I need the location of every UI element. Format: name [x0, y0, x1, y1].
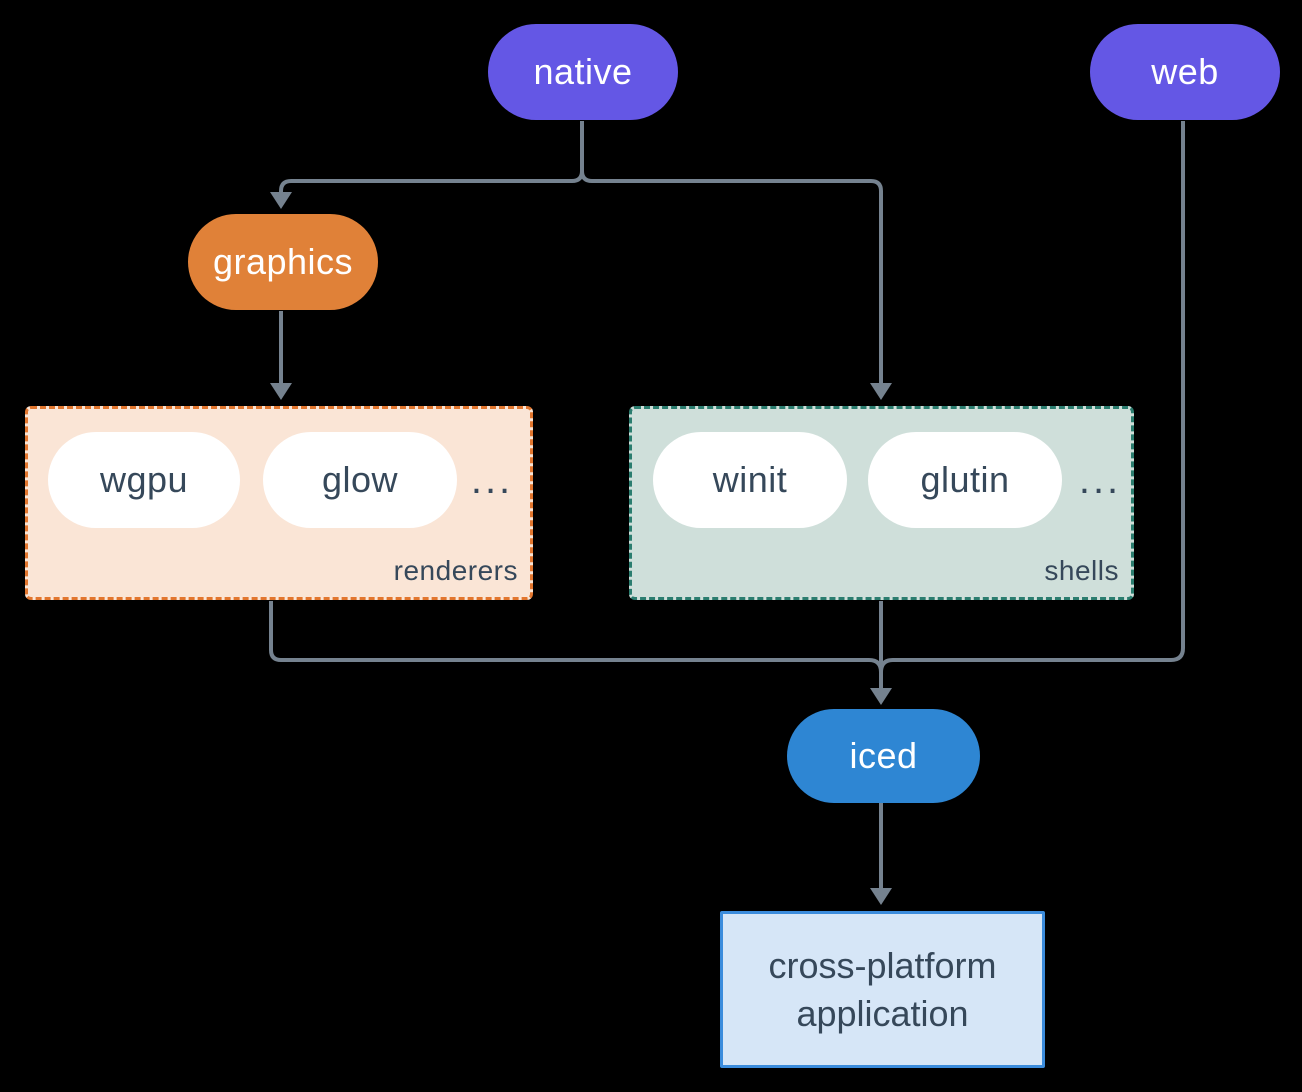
arrowhead-graphics	[270, 192, 292, 209]
node-winit: winit	[653, 432, 847, 528]
node-graphics: graphics	[188, 214, 378, 310]
node-wgpu: wgpu	[48, 432, 240, 528]
arrowhead-shells	[870, 383, 892, 400]
arrow-native-to-shells	[580, 121, 883, 383]
arrow-native-to-graphics	[279, 121, 584, 192]
app-label-line2: application	[796, 992, 969, 1034]
renderers-group-label: renderers	[393, 555, 518, 586]
shells-group-label: shells	[1044, 555, 1119, 586]
arrowhead-renderers	[270, 383, 292, 400]
node-glutin: glutin	[868, 432, 1062, 528]
arrowhead-app	[870, 888, 892, 905]
group-shells: winit glutin ... shells	[629, 406, 1134, 600]
line-renderers-to-merge	[269, 601, 883, 673]
node-glow: glow	[263, 432, 457, 528]
node-iced: iced	[787, 709, 980, 803]
arrowhead-iced	[870, 688, 892, 705]
group-renderers: wgpu glow ... renderers	[25, 406, 533, 600]
node-cross-platform-application: cross-platform application	[720, 911, 1045, 1068]
shells-ellipsis: ...	[1078, 457, 1122, 502]
node-web: web	[1090, 24, 1280, 120]
renderers-ellipsis: ...	[470, 457, 514, 502]
node-native: native	[488, 24, 678, 120]
app-label-line1: cross-platform	[768, 944, 997, 986]
